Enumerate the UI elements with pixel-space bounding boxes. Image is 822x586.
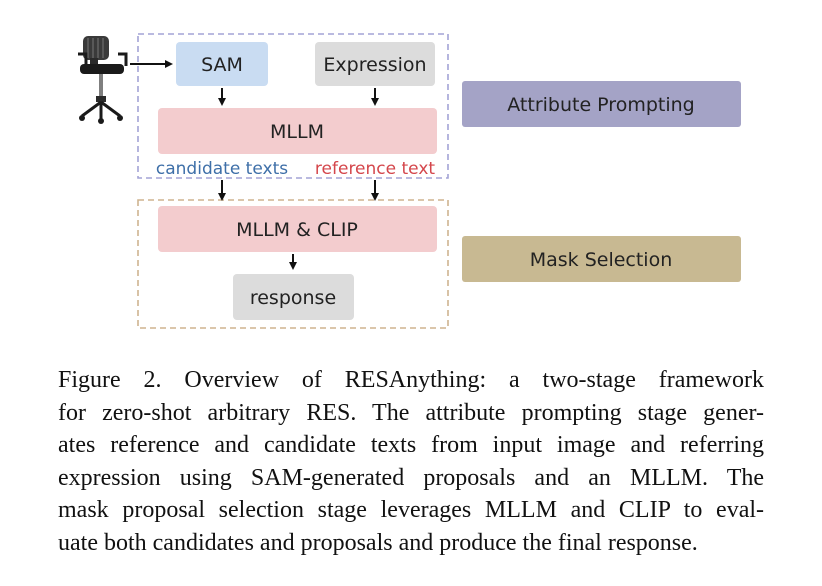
- candidate-texts-label: candidate texts: [156, 159, 288, 179]
- office-chair-icon: [78, 36, 128, 124]
- sam-label: SAM: [201, 54, 243, 76]
- expression-label: Expression: [323, 54, 426, 76]
- response-label: response: [250, 287, 336, 309]
- caption-line: Figure 2. Overview of RESAnything: a two…: [58, 367, 764, 393]
- attribute-prompting-label: Attribute Prompting: [507, 94, 694, 116]
- caption-line: expression using SAM-generated proposals…: [58, 464, 764, 491]
- mllm-node: [158, 108, 437, 154]
- caption-line: mask proposal selection stage leverages …: [58, 497, 764, 523]
- attribute-prompting-group: [137, 33, 449, 179]
- attribute-prompting-stage: [462, 81, 741, 127]
- mask-selection-stage: [462, 236, 741, 282]
- sam-node: [176, 42, 268, 86]
- caption-line: ates reference and candidate texts from …: [58, 432, 764, 458]
- mllm-label: MLLM: [270, 121, 324, 143]
- figure-caption: Figure 2. Overview of RESAnything: a two…: [58, 364, 764, 559]
- expression-node: [315, 42, 435, 86]
- framework-diagram: SAM Expression MLLM candidate texts refe…: [78, 33, 741, 329]
- mask-selection-label: Mask Selection: [530, 249, 673, 271]
- mask-selection-group: [137, 199, 449, 329]
- reference-text-label: reference text: [315, 159, 435, 179]
- mllm-clip-label: MLLM & CLIP: [236, 219, 358, 241]
- response-node: [233, 274, 354, 320]
- mllm-clip-node: [158, 206, 437, 252]
- caption-line: for zero-shot arbitrary RES. The attribu…: [58, 399, 764, 426]
- caption-line: uate both candidates and proposals and p…: [58, 529, 698, 556]
